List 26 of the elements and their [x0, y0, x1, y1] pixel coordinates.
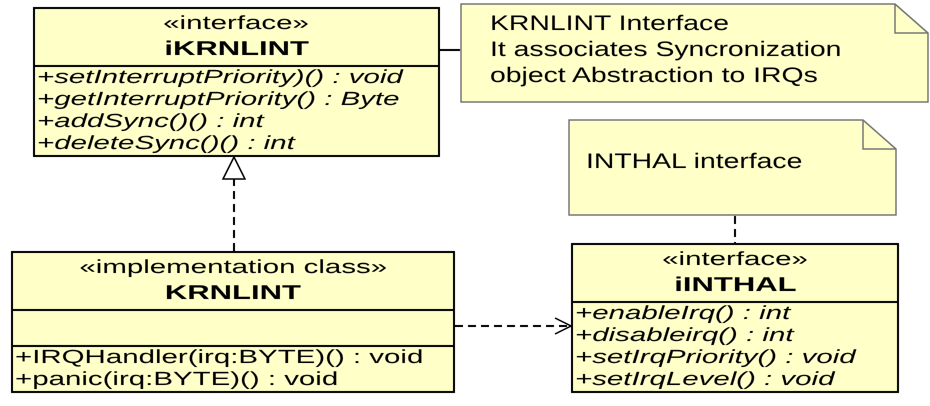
uml-class-box: [11, 251, 455, 393]
class-name: iINTHAL: [674, 273, 796, 297]
note-text: KRNLINT Interface: [490, 11, 730, 37]
connector: [440, 49, 460, 51]
uml-class-box: [33, 7, 440, 157]
operation-text: +disableirq() : int: [575, 325, 794, 347]
operation-text: +setIrqLevel() : void: [575, 369, 834, 391]
operation-text: +getInterruptPriority() : Byte: [37, 89, 400, 111]
dashed-connector: [455, 317, 572, 335]
dashed-connector: [222, 156, 246, 251]
operation-text: +panic(irq:BYTE)() : void: [15, 369, 338, 391]
note-text: INTHAL interface: [586, 149, 804, 175]
uml-class-box: [571, 243, 899, 393]
note-text: It associates Syncronization object Abstraction to IRQs: [490, 37, 842, 89]
dashed-connector: [734, 216, 736, 243]
stereotype-label: «interface»: [662, 248, 808, 272]
operation-text: +addSync()() : int: [37, 111, 264, 133]
operation-text: +IRQHandler(irq:BYTE)() : void: [15, 347, 424, 369]
stereotype-label: «implementation class»: [79, 256, 387, 280]
stereotype-label: «interface»: [164, 12, 310, 36]
operation-text: +setIrqPriority() : void: [575, 347, 856, 369]
class-name: KRNLINT: [164, 281, 301, 305]
operation-text: +enableIrq() : int: [575, 303, 790, 325]
operation-text: +setInterruptPriority)() : void: [37, 67, 403, 89]
class-name: iKRNLINT: [164, 37, 309, 61]
operation-text: +deleteSync()() : int: [37, 133, 295, 155]
